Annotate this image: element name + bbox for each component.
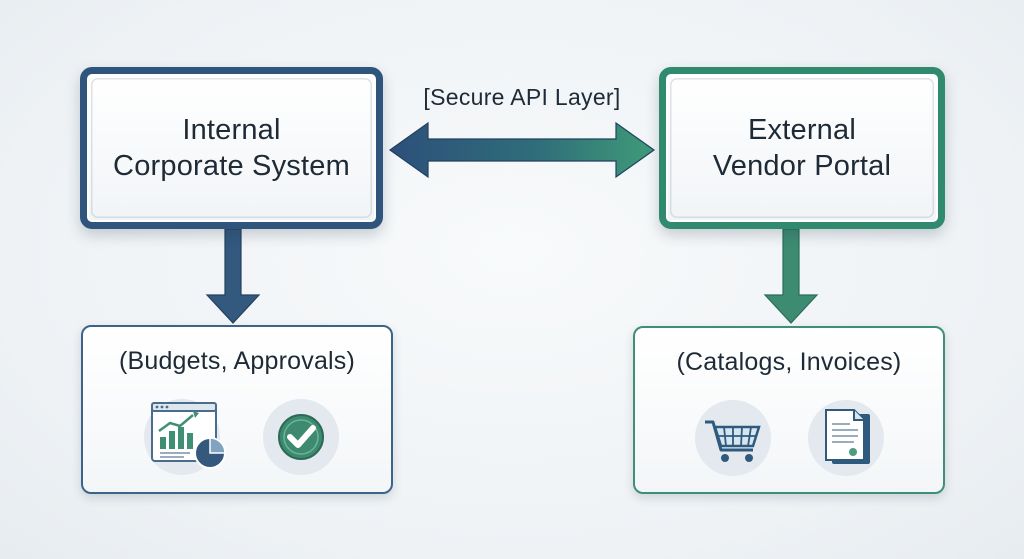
external-vendor-portal-box: External Vendor Portal [659, 67, 945, 229]
api-layer-label: [Secure API Layer] [423, 84, 621, 110]
invoice-document-icon [808, 400, 884, 476]
chart-report-icon [144, 399, 226, 475]
budgets-approvals-label: (Budgets, Approvals) [118, 347, 356, 375]
internal-system-line1: Internal [182, 114, 281, 146]
catalogs-invoices-box: (Catalogs, Invoices) [633, 326, 945, 494]
external-portal-line2: Vendor Portal [712, 150, 892, 182]
api-bidirectional-arrow [388, 121, 656, 179]
budgets-approvals-box: (Budgets, Approvals) [81, 325, 393, 494]
internal-corporate-system-box: Internal Corporate System [80, 67, 383, 229]
external-down-arrow [763, 228, 819, 324]
catalogs-invoices-label: (Catalogs, Invoices) [676, 348, 902, 376]
external-portal-line1: External [748, 114, 856, 146]
internal-down-arrow [205, 228, 261, 324]
shopping-cart-icon [695, 400, 771, 476]
checkmark-circle-icon [263, 399, 339, 475]
internal-system-line2: Corporate System [113, 150, 350, 182]
